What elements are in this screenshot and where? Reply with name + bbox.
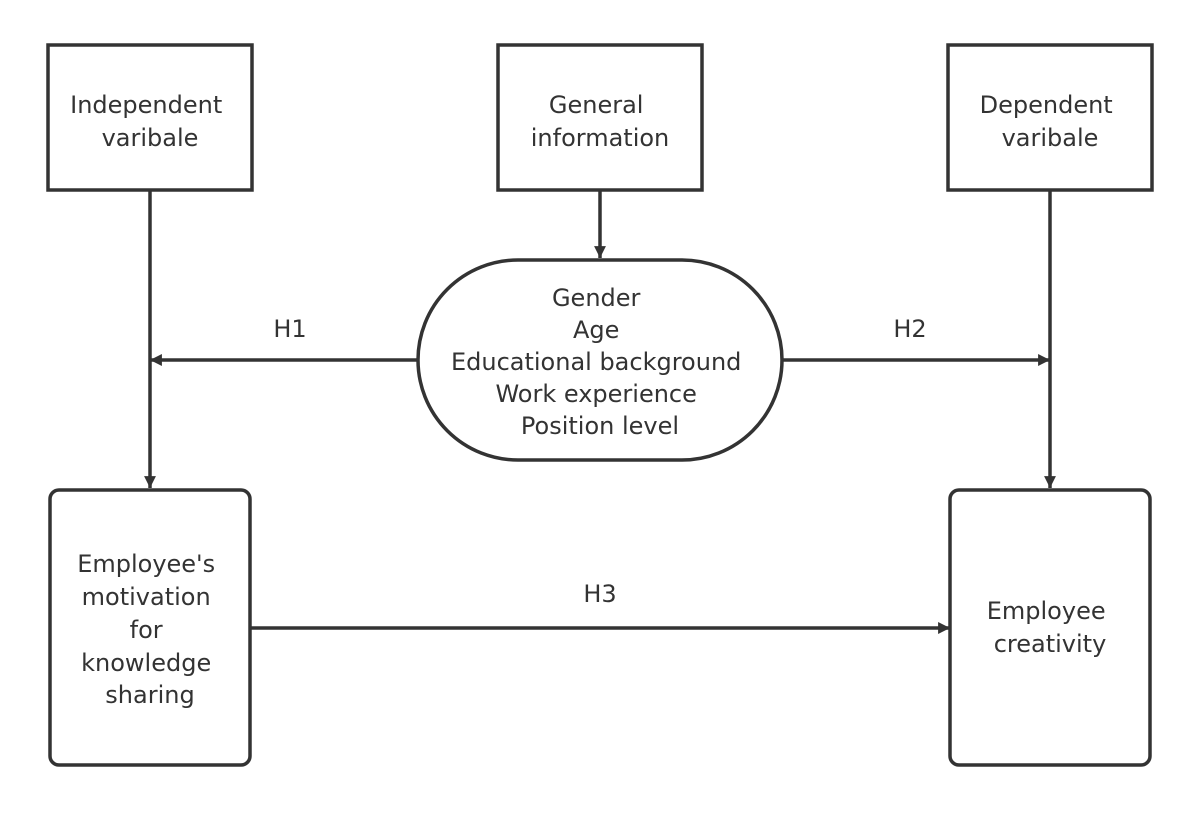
- employee-creativity-box: [948, 488, 1152, 767]
- creativity-line-2: creativity: [994, 630, 1107, 658]
- creativity-line-1: Employee: [987, 597, 1106, 625]
- general-information-box: [496, 43, 704, 192]
- independent-variable-line-1: Independent: [70, 91, 222, 119]
- node-demographics: Gender Age Educational background Work e…: [416, 258, 784, 462]
- motivation-line-2: motivation: [82, 583, 211, 611]
- h2-label: H2: [893, 315, 926, 343]
- demographics-label: Gender Age Educational background Work e…: [451, 284, 749, 440]
- knowledge-sharing-motivation-label: Employee's motivation for knowledge shar…: [77, 550, 223, 709]
- general-information-line-1: General: [549, 91, 644, 119]
- demographics-line-gender: Gender: [552, 284, 641, 312]
- node-independent-variable: Independent varibale: [46, 43, 254, 192]
- dependent-variable-line-2: varibale: [1002, 124, 1099, 152]
- h1-label: H1: [273, 315, 306, 343]
- motivation-line-5: sharing: [105, 681, 194, 709]
- motivation-line-4: knowledge: [81, 649, 211, 677]
- connectors: [144, 190, 1056, 634]
- node-employee-creativity: Employee creativity: [948, 488, 1152, 767]
- node-dependent-variable: Dependent varibale: [946, 43, 1154, 192]
- dependent-variable-box: [946, 43, 1154, 192]
- dependent-variable-line-1: Dependent: [980, 91, 1113, 119]
- general-information-line-2: information: [531, 124, 670, 152]
- knowledge-sharing-motivation-box: [48, 488, 252, 767]
- motivation-line-1: Employee's: [77, 550, 215, 578]
- demographics-terminator-shape: [416, 258, 784, 462]
- general-information-label: General information: [531, 91, 670, 152]
- node-knowledge-sharing-motivation: Employee's motivation for knowledge shar…: [48, 488, 252, 767]
- node-general-information: General information: [496, 43, 704, 192]
- h3-label: H3: [583, 580, 616, 608]
- independent-variable-label: Independent varibale: [70, 91, 230, 152]
- demographics-line-education: Educational background: [451, 348, 741, 376]
- independent-variable-box: [46, 43, 254, 192]
- demographics-line-experience: Work experience: [495, 380, 696, 408]
- motivation-line-3: for: [130, 616, 163, 644]
- demographics-line-age: Age: [573, 316, 619, 344]
- demographics-line-position: Position level: [521, 412, 679, 440]
- employee-creativity-label: Employee creativity: [987, 597, 1114, 658]
- independent-variable-line-2: varibale: [102, 124, 199, 152]
- dependent-variable-label: Dependent varibale: [980, 91, 1121, 152]
